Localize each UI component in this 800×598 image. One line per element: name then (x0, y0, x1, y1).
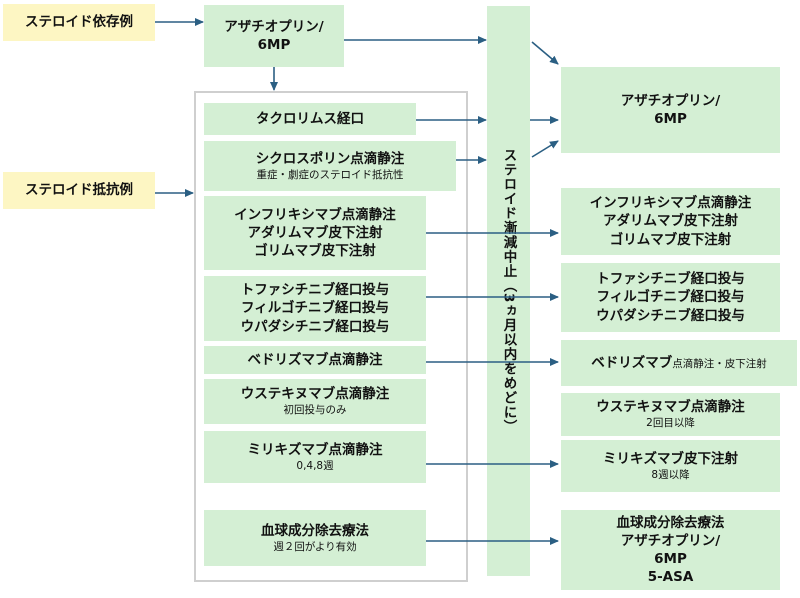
left-azathioprine-box: アザチオプリン/ 6MP (204, 5, 344, 67)
steroid-resistant-group-frame (194, 91, 468, 582)
steroid-dependent-label: ステロイド依存例 (3, 4, 155, 41)
cyclosporine-box: シクロスポリン点滴静注 重症・劇症のステロイド抵抗性 (204, 141, 456, 191)
left-vedolizumab-box: ベドリズマブ点滴静注 (204, 346, 426, 374)
right-maintenance-box: 血球成分除去療法 アザチオプリン/ 6MP 5-ASA (561, 510, 780, 590)
right-vedolizumab-box: ベドリズマブ点滴静注・皮下注射 (561, 340, 797, 386)
left-ustekinumab-box: ウステキヌマブ点滴静注 初回投与のみ (204, 379, 426, 424)
left-anti-tnf-box: インフリキシマブ点滴静注 アダリムマブ皮下注射 ゴリムマブ皮下注射 (204, 196, 426, 270)
left-mirikizumab-box: ミリキズマブ点滴静注 0,4,8週 (204, 431, 426, 483)
steroid-resistant-label: ステロイド抵抗例 (3, 172, 155, 209)
right-jak-box: トファシチニブ経口投与 フィルゴチニブ経口投与 ウパダシチニブ経口投与 (561, 263, 780, 332)
right-mirikizumab-box: ミリキズマブ皮下注射 8週以降 (561, 440, 780, 492)
right-ustekinumab-box: ウステキヌマブ点滴静注 2回目以降 (561, 393, 780, 436)
right-anti-tnf-box: インフリキシマブ点滴静注 アダリムマブ皮下注射 ゴリムマブ皮下注射 (561, 188, 780, 255)
arrow-taper-to-right-aza-top (531, 41, 559, 65)
left-jak-box: トファシチニブ経口投与 フィルゴチニブ経口投与 ウパダシチニブ経口投与 (204, 276, 426, 341)
arrow-taper-to-right-aza-bottom (531, 140, 559, 158)
left-apheresis-box: 血球成分除去療法 週２回がより有効 (204, 510, 426, 566)
right-azathioprine-box: アザチオプリン/ 6MP (561, 67, 780, 153)
tacrolimus-box: タクロリムス経口 (204, 103, 416, 135)
